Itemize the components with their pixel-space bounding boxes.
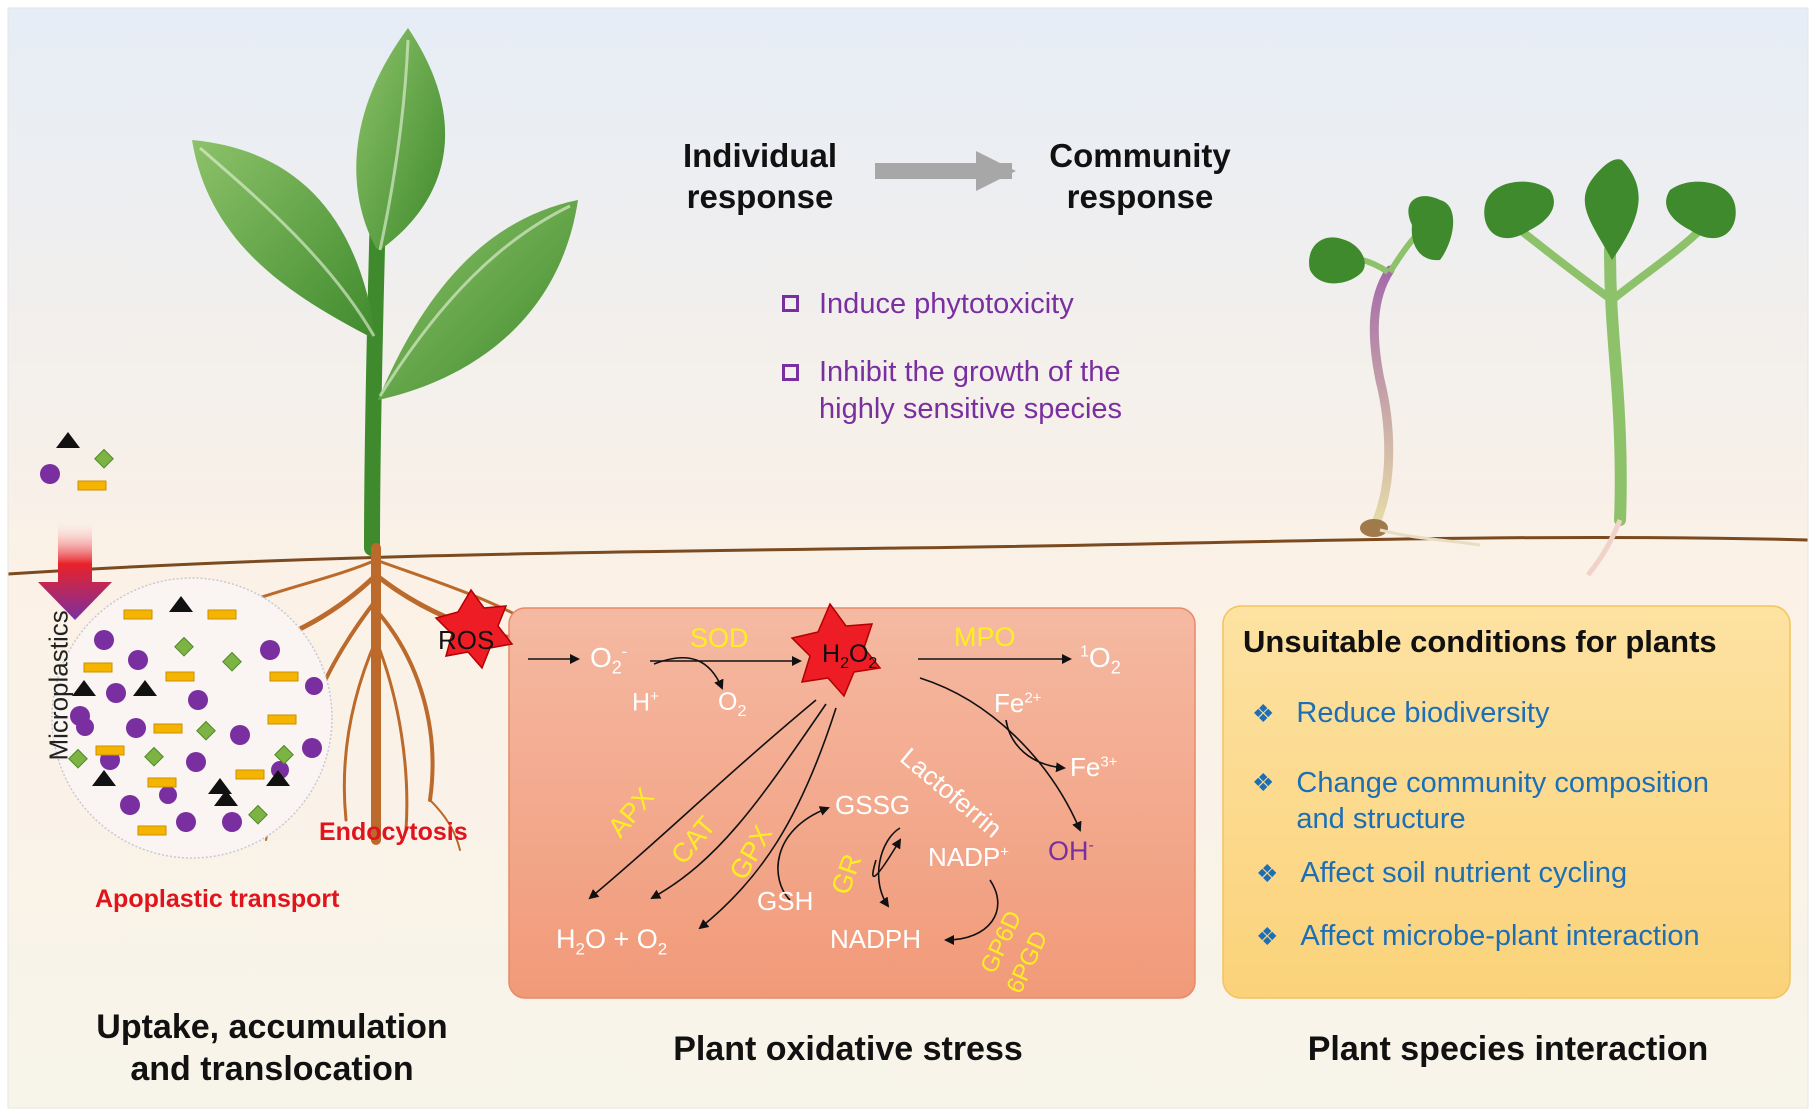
microplastic-particles <box>40 432 323 836</box>
oxidative-stress-panel <box>508 607 1196 999</box>
nadph-label: NADPH <box>830 924 922 954</box>
caption-species-interaction: Plant species interaction <box>1307 1030 1709 1068</box>
ros-label: ROS <box>438 625 495 655</box>
hydroxyl-radical: OH- <box>1048 836 1094 866</box>
h2o2-star <box>790 602 882 698</box>
gssg-label: GSSG <box>835 790 911 820</box>
community-response-label: Community response <box>1049 137 1231 215</box>
large-plant <box>192 28 578 556</box>
checkbox-icon <box>782 364 799 381</box>
h2o2-label: H2O2 <box>822 640 878 672</box>
singlet-oxygen: 1O2 <box>1080 642 1121 678</box>
large-seedling <box>1484 159 1736 577</box>
apoplastic-transport-label: Apoplastic transport <box>95 885 340 913</box>
diamond-bullet-icon: ❖ <box>1256 923 1279 951</box>
ground-line <box>7 535 1809 576</box>
endocytosis-label: Endocytosis <box>319 818 468 846</box>
reaction-arrows <box>528 654 1082 945</box>
diamond-bullet-icon: ❖ <box>1256 860 1279 888</box>
right-leaf <box>378 200 578 400</box>
diamond-bullet-icon: ❖ <box>1252 700 1275 728</box>
mpo-enzyme: MPO <box>954 622 1016 652</box>
left-leaf <box>192 140 376 340</box>
h-plus: H+ <box>632 688 659 717</box>
small-seedling <box>1309 196 1481 547</box>
condition-item: ❖Reduce biodiversity <box>1252 697 1550 729</box>
effect-item: Inhibit the growth of the highly sensiti… <box>782 354 1122 428</box>
fe2-label: Fe2+ <box>994 688 1042 718</box>
caption-uptake: Uptake, accumulation and translocation <box>96 1008 448 1088</box>
individual-response-label: Individual response <box>682 137 837 215</box>
checkbox-icon <box>782 295 799 312</box>
o2-product: O2 <box>718 688 747 720</box>
diamond-bullet-icon: ❖ <box>1252 769 1275 797</box>
water-oxygen-product: H2O + O2 <box>556 924 668 959</box>
fe3-label: Fe3+ <box>1070 752 1118 782</box>
ros-star <box>434 588 514 670</box>
gsh-label: GSH <box>757 886 814 916</box>
conditions-title: Unsuitable conditions for plants <box>1243 624 1717 659</box>
microplastics-label: Microplastics <box>43 610 74 761</box>
microplastics-down-arrow <box>38 518 112 620</box>
nadp-label: NADP+ <box>928 842 1010 872</box>
condition-item: ❖Affect soil nutrient cycling <box>1256 857 1628 889</box>
condition-item: ❖Affect microbe-plant interaction <box>1256 920 1700 952</box>
effect-item: Induce phytotoxicity <box>782 286 1074 323</box>
conditions-panel <box>1222 605 1791 999</box>
condition-item: ❖Change community composition and struct… <box>1252 767 1710 835</box>
caption-oxidative-stress: Plant oxidative stress <box>673 1030 1023 1068</box>
o2-superoxide: O2- <box>590 642 628 678</box>
sod-enzyme: SOD <box>690 623 749 653</box>
